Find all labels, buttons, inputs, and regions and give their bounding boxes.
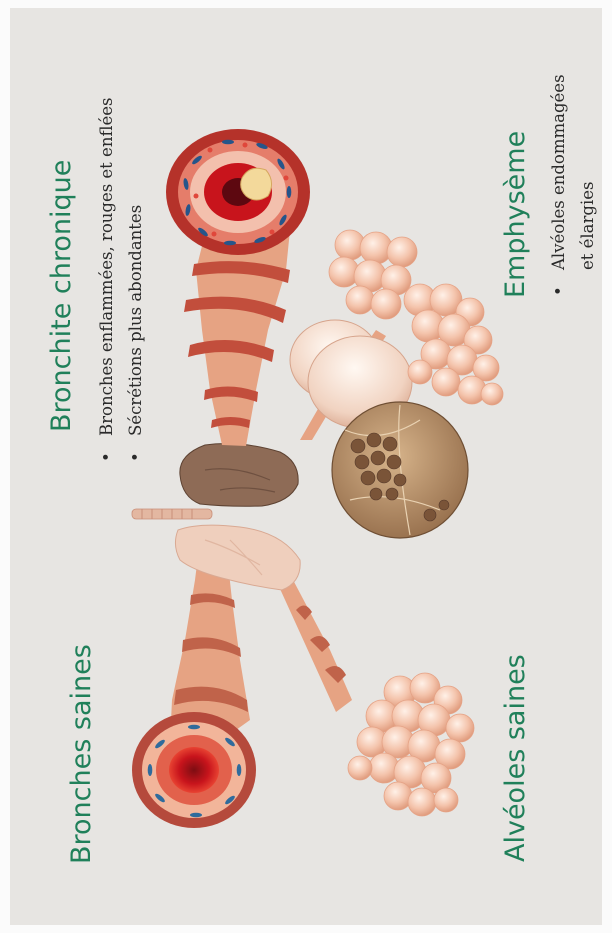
healthy-alveoli (276, 578, 352, 712)
label-emphyseme: Emphysème (502, 131, 529, 298)
bronchitis-bronchus (166, 129, 310, 446)
emphysema-alveoli (290, 230, 503, 538)
lungs (132, 444, 300, 590)
bronchitis-bullet-list: •Bronches enflammées, rouges et enflées … (92, 98, 150, 462)
label-bronches-saines: Bronches saines (68, 644, 95, 864)
emphysema-bullet-1: •Alvéoles endommagées (544, 74, 573, 296)
label-bronchite-chronique: Bronchite chronique (48, 160, 75, 432)
bronchitis-bullet-1: •Bronches enflammées, rouges et enflées (92, 98, 121, 462)
bronchitis-bullet-2: •Sécrétions plus abondantes (121, 98, 150, 462)
emphysema-bullet-list: •Alvéoles endommagées et élargies (544, 74, 602, 296)
emphysema-bullet-2: et élargies (573, 74, 602, 296)
label-alveoles-saines: Alvéoles saines (502, 654, 529, 862)
healthy-alveoli-cluster (348, 673, 474, 816)
healthy-bronchus (132, 540, 256, 828)
